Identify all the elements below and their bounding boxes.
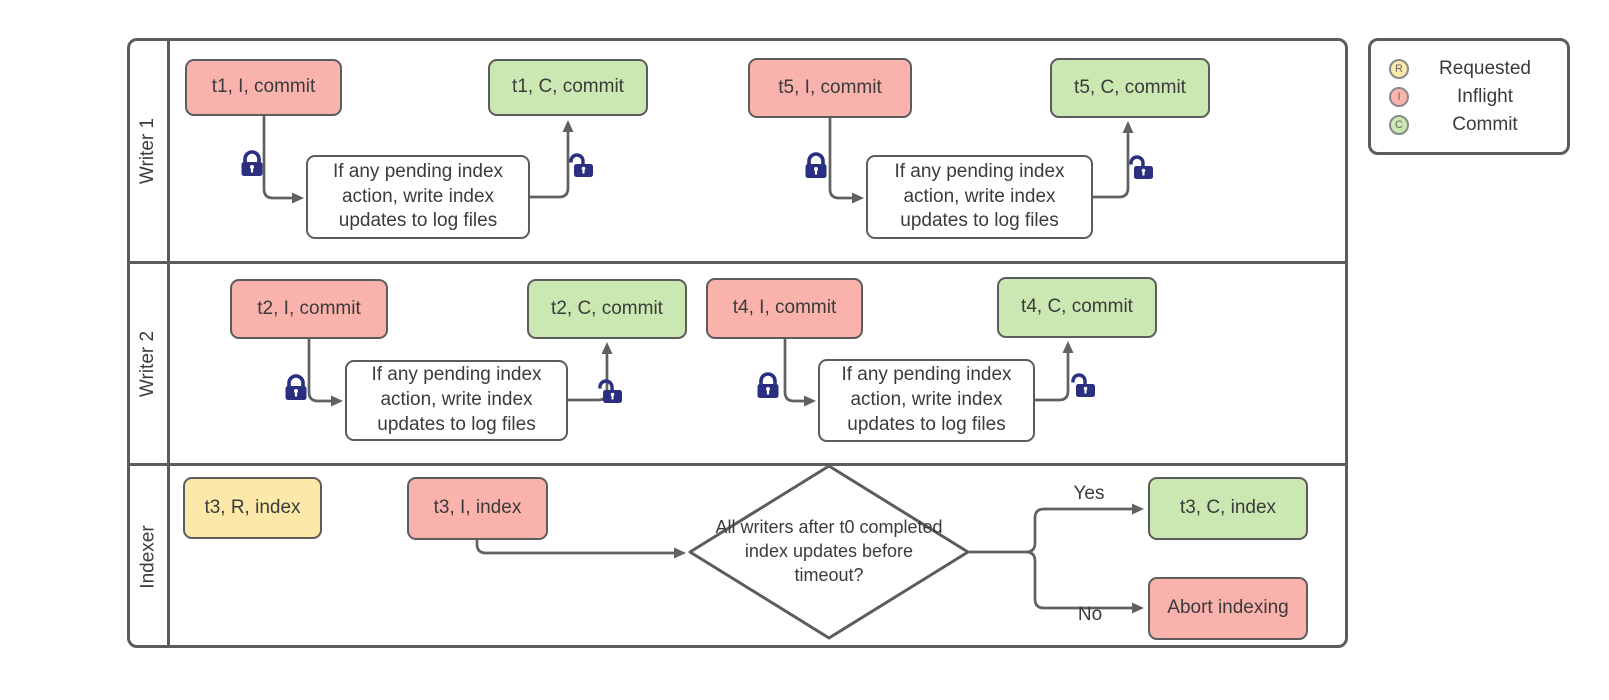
edge-label-yes: Yes — [1073, 483, 1105, 504]
legend-label-commit: Commit — [1452, 113, 1518, 135]
node-t3-commit: t3, C, index — [1148, 477, 1308, 540]
node-abort-indexing: Abort indexing — [1148, 577, 1308, 640]
lane-label-writer1: Writer 1 — [130, 41, 167, 261]
node-pending-note-3: If any pending index action, write index… — [345, 360, 568, 441]
node-t3-inflight: t3, I, index — [407, 477, 548, 540]
legend-label-inflight: Inflight — [1457, 85, 1513, 107]
lane-label-indexer: Indexer — [130, 466, 167, 648]
lane-label-writer2-text: Writer 2 — [137, 330, 159, 397]
legend-row-requested: R Requested — [1389, 58, 1555, 80]
node-t4-inflight: t4, I, commit — [706, 278, 863, 339]
legend-row-inflight: I Inflight — [1389, 86, 1555, 108]
node-t5-commit: t5, C, commit — [1050, 58, 1210, 118]
legend-box: R Requested I Inflight C Commit — [1368, 38, 1570, 155]
legend-row-commit: C Commit — [1389, 114, 1555, 136]
lane-divider-writer2-indexer — [130, 463, 1345, 466]
decision-diamond-text: All writers after t0 completed index upd… — [715, 517, 943, 585]
legend-label-requested: Requested — [1439, 57, 1531, 79]
edge-label-no: No — [1077, 604, 1103, 625]
lane-label-writer2: Writer 2 — [130, 264, 167, 463]
node-t2-commit: t2, C, commit — [527, 279, 687, 339]
node-pending-note-1: If any pending index action, write index… — [306, 155, 530, 239]
requested-state-icon: R — [1389, 58, 1409, 79]
node-t3-requested: t3, R, index — [183, 477, 322, 539]
node-t5-inflight: t5, I, commit — [748, 58, 912, 118]
lane-label-column-divider — [167, 41, 170, 645]
node-t1-inflight: t1, I, commit — [185, 59, 342, 116]
commit-state-icon: C — [1389, 114, 1409, 135]
lane-label-writer1-text: Writer 1 — [137, 117, 159, 185]
node-t2-inflight: t2, I, commit — [230, 279, 388, 339]
node-pending-note-4: If any pending index action, write index… — [818, 359, 1035, 442]
lane-label-indexer-text: Indexer — [137, 525, 159, 589]
inflight-state-icon: I — [1389, 86, 1409, 107]
node-t4-commit: t4, C, commit — [997, 277, 1157, 338]
node-t1-commit: t1, C, commit — [488, 59, 648, 116]
lane-divider-writer1-writer2 — [130, 261, 1345, 264]
node-pending-note-2: If any pending index action, write index… — [866, 155, 1093, 239]
